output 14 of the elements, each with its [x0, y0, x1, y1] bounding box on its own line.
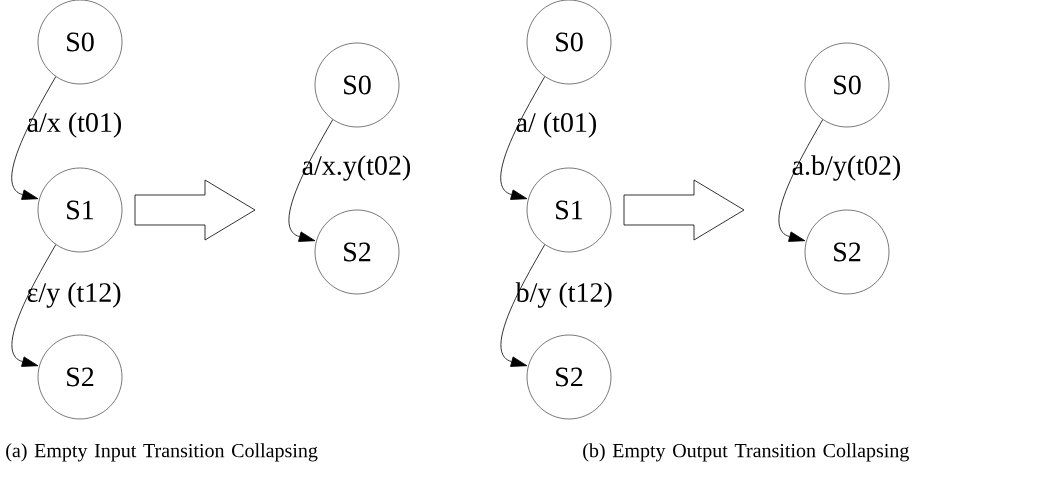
- arrow: [11, 244, 57, 367]
- edge-label: b/y (t12): [515, 282, 612, 308]
- arrow: [500, 76, 546, 200]
- arrow: [500, 244, 546, 367]
- edge-label: a/x.y(t02): [302, 155, 410, 181]
- arrow: [778, 119, 824, 242]
- arrow: [288, 119, 334, 242]
- caption: (b) Empty Output Transition Collapsing: [583, 443, 909, 462]
- edge-label: a.b/y(t02): [792, 155, 900, 181]
- edge-label: ε/y (t12): [27, 282, 121, 308]
- edge-label: a/x (t01): [27, 112, 122, 138]
- arrow: [11, 76, 57, 200]
- edge-label: a/ (t01): [516, 112, 596, 138]
- caption: (a) Empty Input Transition Collapsing: [6, 443, 318, 462]
